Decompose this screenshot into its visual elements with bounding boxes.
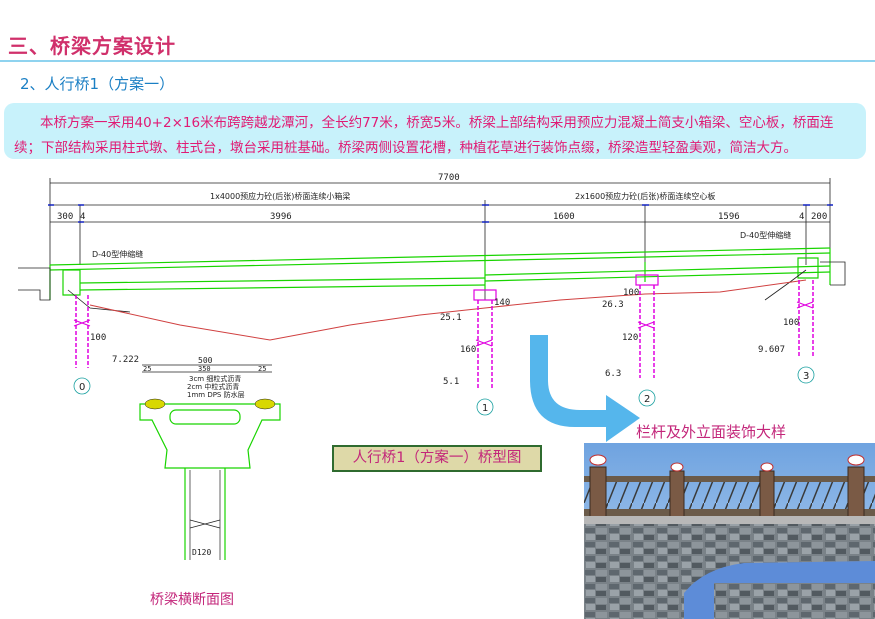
dim-300: 300 (57, 212, 73, 222)
pier2-col: 120 (622, 333, 638, 343)
span-right-label: 2x1600预应力砼(后张)桥面连续空心板 (575, 191, 715, 201)
span-left-label: 1x4000预应力砼(后张)桥面连续小箱梁 (210, 191, 350, 201)
bridge-elevation-drawing: 7700 1x4000预应力砼(后张)桥面连续小箱梁 2x1600预应力砼(后张… (18, 173, 846, 560)
pier0-top: 100 (90, 333, 106, 343)
cs-sub-right: 25 (258, 365, 266, 373)
pier2-cap: 100 (623, 288, 639, 298)
cs-width: 500 (198, 356, 213, 365)
drawing-caption-box: 人行桥1（方案一）桥型图 (332, 445, 542, 472)
pier3-elev: 9.607 (758, 345, 785, 355)
joint-left-label: D-40型伸缩缝 (92, 249, 143, 259)
railing-caption: 栏杆及外立面装饰大样 (636, 423, 787, 441)
dim-3996: 3996 (270, 212, 292, 222)
pier0-elev: 7.222 (112, 355, 139, 365)
cross-section-caption: 桥梁横断面图 (150, 592, 234, 608)
cs-pile-dia: D120 (192, 548, 211, 557)
axis-3: 3 (803, 371, 809, 382)
pier1-elev-top: 25.1 (440, 313, 462, 323)
axis-0: 0 (79, 382, 85, 393)
axis-1: 1 (482, 403, 488, 414)
description-box: 本桥方案一采用40+2×16米布跨跨越龙潭河，全长约77米，桥宽5米。桥梁上部结… (4, 103, 866, 159)
dim-200: 200 (811, 212, 827, 222)
railing-detail-photo (584, 443, 875, 619)
pier1-cap: 140 (494, 298, 510, 308)
joint-right-label: D-40型伸缩缝 (740, 230, 791, 240)
pier2-elev-top: 26.3 (602, 300, 624, 310)
axis-2: 2 (644, 394, 650, 405)
cs-sub-mid: 350 (198, 365, 211, 373)
dim-4-right: 4 (799, 212, 804, 222)
pier3-top: 100 (783, 318, 799, 328)
pier2-elev-bot: 6.3 (605, 369, 621, 379)
cs-sub-left: 25 (143, 365, 151, 373)
dim-total: 7700 (438, 173, 460, 183)
pier1-col: 160 (460, 345, 476, 355)
dim-4-left: 4 (80, 212, 85, 222)
pier1-elev-bot: 5.1 (443, 377, 459, 387)
cs-layer1: 3cm 细粒式沥青 (189, 374, 241, 383)
dim-1600: 1600 (553, 212, 575, 222)
section-subtitle: 2、人行桥1（方案一） (20, 75, 175, 93)
title-divider (0, 60, 875, 62)
curve-arrow-icon (530, 335, 640, 442)
dim-1596: 1596 (718, 212, 740, 222)
cs-layer2: 2cm 中粒式沥青 (187, 382, 239, 391)
page-title: 三、桥梁方案设计 (8, 34, 176, 58)
cs-layer3: 1mm DPS 防水层 (187, 390, 245, 399)
